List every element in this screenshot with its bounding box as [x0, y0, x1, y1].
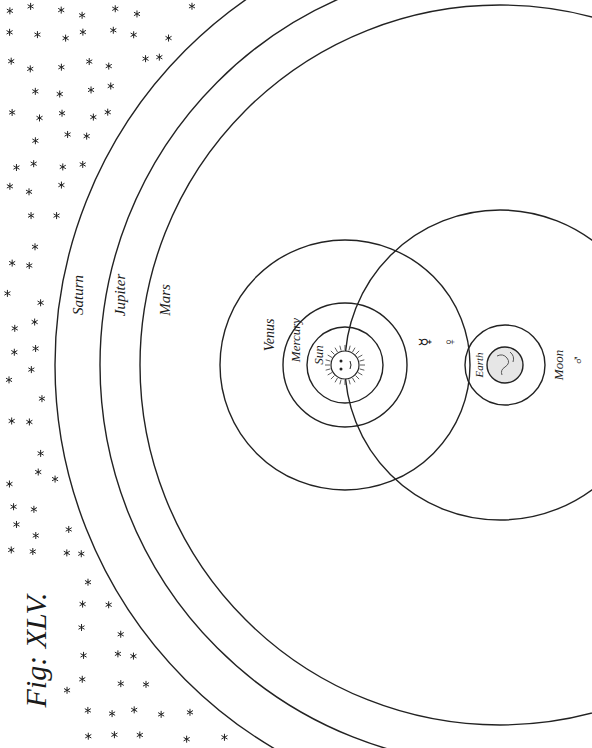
planet-symbol: ♂ — [571, 354, 586, 365]
body-label: Venus — [263, 319, 277, 352]
body-label: Mars — [158, 284, 173, 316]
sun-figure — [325, 345, 365, 385]
jupiter-orbit — [100, 0, 592, 748]
star-field — [4, 3, 227, 743]
saturn-orbit — [55, 0, 592, 748]
body-label: Moon — [552, 350, 565, 380]
sun-orbit — [345, 210, 592, 520]
mars-orbit — [140, 5, 592, 725]
figure-title: Fig: XLV. — [21, 592, 51, 707]
body-label: Saturn — [71, 275, 86, 315]
earth-globe — [487, 347, 523, 383]
body-label: Earth — [474, 352, 485, 377]
moon-orbit — [465, 325, 545, 405]
body-label: Mercury — [289, 318, 302, 362]
body-label: Jupiter — [113, 274, 128, 317]
sun-centred-orbit — [220, 240, 470, 490]
planet-symbol: ♀ — [443, 336, 458, 347]
venus-orbit — [283, 303, 407, 427]
body-label: Sun — [312, 345, 325, 365]
planet-symbol: ☿ — [418, 337, 433, 346]
mercury-orbit — [307, 327, 383, 403]
